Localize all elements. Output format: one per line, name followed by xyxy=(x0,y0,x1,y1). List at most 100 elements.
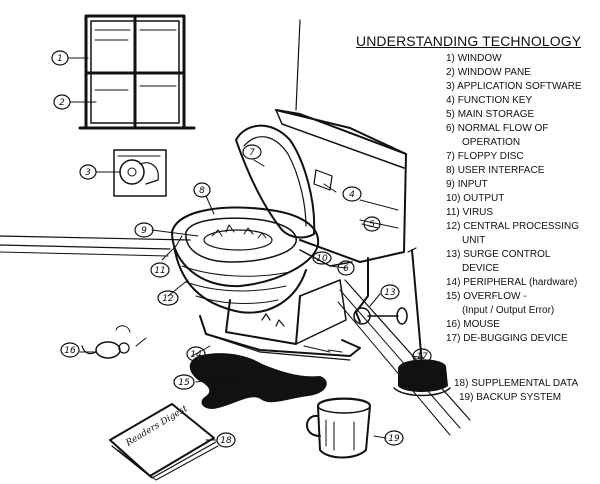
legend-item-continuation: OPERATION xyxy=(462,137,521,148)
legend-item: 17) DE-BUGGING DEVICE xyxy=(446,332,596,346)
legend-item: 8) USER INTERFACE xyxy=(446,164,596,178)
legend-item: 19) BACKUP SYSTEM xyxy=(459,391,578,405)
legend-item: 14) PERIPHERAL (hardware) xyxy=(446,276,596,290)
legend-number: 15) xyxy=(446,291,461,302)
toilet-lid xyxy=(235,124,316,239)
svg-text:11: 11 xyxy=(154,266,165,276)
callout-13: 13 xyxy=(380,284,400,300)
legend-number: 17) xyxy=(446,333,461,344)
legend-item: 9) INPUT xyxy=(446,178,596,192)
callout-2: 2 xyxy=(53,94,71,110)
legend-item-continuation: DEVICE xyxy=(462,263,500,274)
legend-text: FLOPPY DISC xyxy=(457,151,524,162)
svg-text:18: 18 xyxy=(220,436,232,446)
callout-arrows xyxy=(67,57,425,441)
callout-9: 9 xyxy=(134,222,154,238)
svg-text:19: 19 xyxy=(388,434,400,444)
legend-number: 5) xyxy=(446,109,455,120)
callout-5: 5 xyxy=(363,216,381,232)
callout-16: 16 xyxy=(60,342,80,358)
legend-number: 3) xyxy=(446,81,455,92)
legend-text: MAIN STORAGE xyxy=(457,109,535,120)
callout-19: 19 xyxy=(384,430,404,446)
callout-7: 7 xyxy=(242,144,262,160)
legend-item-continuation: UNIT xyxy=(462,235,486,246)
svg-text:17: 17 xyxy=(416,352,428,362)
legend-number: 8) xyxy=(446,165,455,176)
legend-text: INPUT xyxy=(457,179,488,190)
legend-text: SUPPLEMENTAL DATA xyxy=(471,378,579,389)
legend-number: 1) xyxy=(446,53,455,64)
overflow-puddle xyxy=(189,353,327,409)
toilet-tank xyxy=(275,109,407,263)
callout-markers: 1 2 3 4 5 6 7 8 9 10 11 12 13 14 15 16 1… xyxy=(51,50,432,448)
svg-text:6: 6 xyxy=(343,264,349,274)
legend-item: 11) VIRUS xyxy=(446,206,596,220)
callout-11: 11 xyxy=(150,262,170,278)
callout-15: 15 xyxy=(173,374,195,390)
floor-lines xyxy=(0,19,471,436)
svg-text:3: 3 xyxy=(85,168,91,178)
shutoff-valve xyxy=(353,257,408,325)
legend-number: 13) xyxy=(446,249,461,260)
callout-12: 12 xyxy=(157,290,179,306)
callout-17: 17 xyxy=(412,348,432,364)
legend-text: USER INTERFACE xyxy=(457,165,545,176)
svg-text:9: 9 xyxy=(141,226,147,236)
window xyxy=(78,14,196,130)
legend-item: 6) NORMAL FLOW OF xyxy=(446,122,596,136)
legend-number: 6) xyxy=(446,123,455,134)
legend-number: 12) xyxy=(446,221,461,232)
svg-text:10: 10 xyxy=(316,254,328,264)
callout-4: 4 xyxy=(342,186,362,202)
page-title: UNDERSTANDING TECHNOLOGY xyxy=(356,33,582,49)
legend-item: 2) WINDOW PANE xyxy=(446,66,596,80)
legend-item: 13) SURGE CONTROL xyxy=(446,248,596,262)
svg-text:4: 4 xyxy=(349,190,355,200)
legend-item: 5) MAIN STORAGE xyxy=(446,108,596,122)
svg-text:12: 12 xyxy=(162,294,174,304)
callout-3: 3 xyxy=(79,164,97,180)
legend-item: 4) FUNCTION KEY xyxy=(446,94,596,108)
legend-text: BACKUP SYSTEM xyxy=(476,392,562,403)
toilet-paper xyxy=(113,149,167,197)
svg-text:5: 5 xyxy=(369,220,375,230)
callout-8: 8 xyxy=(193,182,211,198)
legend-number: 14) xyxy=(446,277,461,288)
callout-14: 14 xyxy=(186,346,206,362)
legend-text: SURGE CONTROL xyxy=(463,249,551,260)
legend-text: DE-BUGGING DEVICE xyxy=(463,333,568,344)
svg-text:15: 15 xyxy=(178,378,190,388)
legend-item: 1) WINDOW xyxy=(446,52,596,66)
svg-text:8: 8 xyxy=(199,186,205,196)
legend-text: CENTRAL PROCESSING xyxy=(463,221,579,232)
plunger xyxy=(393,247,451,397)
svg-text:7: 7 xyxy=(249,148,255,158)
svg-text:16: 16 xyxy=(64,346,76,356)
legend-text: APPLICATION SOFTWARE xyxy=(457,81,582,92)
mouse-critter xyxy=(81,325,147,359)
legend-text: WINDOW PANE xyxy=(457,67,531,78)
legend-item: 12) CENTRAL PROCESSING xyxy=(446,220,596,234)
legend-number: 7) xyxy=(446,151,455,162)
legend-number: 18) xyxy=(454,378,469,389)
coffee-mug xyxy=(306,397,371,459)
legend-item: 7) FLOPPY DISC xyxy=(446,150,596,164)
legend-item: 16) MOUSE xyxy=(446,318,596,332)
legend-item: 10) OUTPUT xyxy=(446,192,596,206)
svg-text:14: 14 xyxy=(190,350,202,360)
toilet-base xyxy=(199,315,361,361)
legend-number: 16) xyxy=(446,319,461,330)
legend-number: 11) xyxy=(446,207,460,218)
callout-18: 18 xyxy=(216,432,236,448)
legend-text: PERIPHERAL (hardware) xyxy=(463,277,578,288)
legend-number: 19) xyxy=(459,392,474,403)
legend-text: WINDOW xyxy=(457,53,502,64)
legend-text: NORMAL FLOW OF xyxy=(457,123,549,134)
legend-text: VIRUS xyxy=(462,207,494,218)
legend-item: 18) SUPPLEMENTAL DATA xyxy=(454,377,578,391)
